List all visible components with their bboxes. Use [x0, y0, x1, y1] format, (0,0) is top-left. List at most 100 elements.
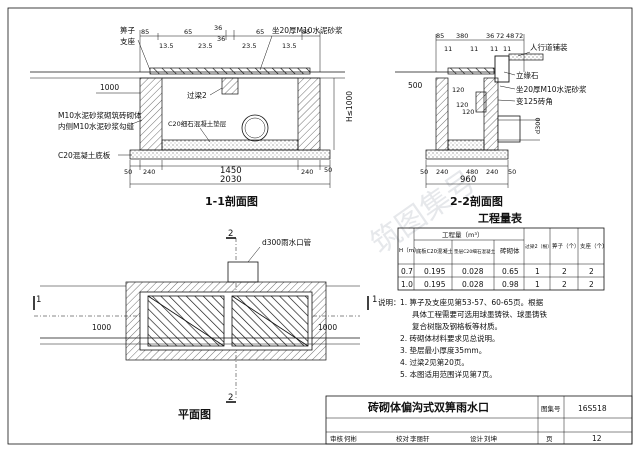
cut-mark-2-top: 2: [228, 229, 233, 239]
header-beam: 过梁2（根）: [525, 243, 552, 250]
dim-top-13-5-left: 13.5: [159, 42, 173, 50]
label-wall-line-2: 内侧M10水泥砂浆勾缝: [58, 121, 135, 131]
row2-grate: 2: [562, 280, 567, 289]
label-chamfer: 变125砖角: [516, 96, 553, 106]
dim-2-2-11d: 11: [503, 45, 511, 53]
label-mortar-2-2: 坐20厚M10水泥砂浆: [516, 84, 587, 94]
note-line-6: 4. 过梁2见第20页。: [400, 357, 469, 367]
label-paving: 人行道铺装: [530, 42, 568, 52]
dim-50-left: 50: [124, 168, 132, 176]
dim-2-2-48: 48: [506, 32, 514, 40]
row1-h: 0.7: [401, 267, 413, 276]
dim-240-left: 240: [143, 168, 155, 176]
dim-top-23-5-left: 23.5: [198, 42, 212, 50]
dim-2-2-72a: 72: [496, 32, 504, 40]
label-cushion: C20细石混凝土垫层: [168, 119, 227, 128]
review-name: 何彬: [344, 434, 358, 443]
dim-240-right: 240: [301, 168, 313, 176]
check-label: 校对: [396, 434, 410, 443]
row2-support: 2: [589, 280, 594, 289]
design-name: 刘坤: [484, 434, 497, 443]
row2-h: 1.0: [401, 280, 413, 289]
label-wall-line-1: M10水泥砂浆砌筑砖砌体: [58, 110, 142, 120]
header-support: 支座（个）: [580, 242, 608, 250]
header-brick: 砖砌体: [500, 246, 520, 255]
dim-2-2-11c: 11: [490, 45, 498, 53]
label-base-slab: C20混凝土底板: [58, 150, 111, 160]
header-cushion: 垫层C20细石混凝土: [454, 248, 496, 255]
dim-500: 500: [408, 81, 423, 90]
design-label: 设计: [470, 434, 484, 443]
row2-cushion: 0.028: [462, 280, 484, 289]
outlet-pipe-2-2: [497, 115, 521, 143]
row1-support: 2: [589, 267, 594, 276]
notes: 说明： 1. 箅子及支座见第53-57、60-65页。根据 具体工程需要可选用球…: [378, 297, 547, 379]
row1-brick: 0.65: [502, 267, 519, 276]
dim-2-2-480: 480: [466, 168, 478, 176]
plan-view: 2 2 1 1 d300雨水口管 1000 1000 平面图: [33, 229, 377, 421]
pipe-circle: [241, 114, 269, 142]
dim-120b-2: 120: [462, 108, 474, 116]
section-1-1: 85 13.5 65 23.5 36 36 23.5 65 13.5 85 箅子…: [30, 24, 354, 208]
label-pipe: d300雨水口管: [262, 237, 312, 247]
dim-top-85-right: 85: [302, 28, 310, 36]
header-h: H（m）: [399, 247, 420, 254]
note-line-5: 3. 垫层最小厚度35mm。: [400, 345, 486, 355]
dim-2-2-240b: 240: [486, 168, 498, 176]
page-label: 页: [546, 435, 553, 443]
row1-base: 0.195: [424, 267, 446, 276]
beam-stub-2-2: [475, 91, 487, 113]
cut-mark-2-bottom: 2: [228, 393, 233, 403]
grate-1-1: [149, 67, 311, 75]
curb-stone: [494, 55, 510, 83]
header-base: 底板C20混凝土: [416, 247, 454, 255]
right-brick-wall: [297, 77, 321, 151]
label-beam-2: 过梁2: [187, 90, 207, 100]
note-line-3: 复合树脂及钢格板等材质。: [412, 321, 502, 331]
note-line-4: 2. 砖砌体材料要求见总说明。: [400, 333, 500, 343]
row1-grate: 2: [562, 267, 567, 276]
dim-2-2-50b: 50: [508, 168, 516, 176]
dim-d300: d300: [534, 117, 542, 134]
cut-mark-1-left: 1: [36, 295, 41, 305]
left-brick-wall: [139, 77, 163, 151]
dim-2-2-72b: 72: [515, 32, 523, 40]
row1-cushion: 0.028: [462, 267, 484, 276]
notes-label: 说明：: [378, 297, 401, 307]
note-line-1: 1. 箅子及支座见第53-57、60-65页。根据: [400, 297, 544, 307]
row1-beam: 1: [535, 267, 540, 276]
label-curb: 立缘石: [516, 70, 539, 80]
dim-top-65-right: 65: [256, 28, 264, 36]
base-2-2: [425, 149, 509, 160]
header-concrete: 工程量（m³）: [442, 230, 483, 239]
dim-top-23-5-right: 23.5: [242, 42, 256, 50]
dim-1450: 1450: [220, 166, 242, 176]
note-line-7: 5. 本图适用范围详见第7页。: [400, 369, 497, 379]
grate-2-2: [447, 67, 495, 75]
cut-mark-1-right: 1: [372, 295, 377, 305]
dim-top-36-left: 36: [214, 24, 222, 32]
dim-2-2-85: 85: [436, 32, 444, 40]
dim-960: 960: [460, 175, 476, 185]
label-1000-left: 1000: [100, 83, 119, 92]
sidewalk-paving: [508, 53, 544, 61]
check-name: 李丽轩: [410, 434, 430, 443]
label-grate: 箅子: [120, 25, 135, 35]
dim-2-2-11b: 11: [470, 45, 478, 53]
dim-50-right: 50: [324, 166, 332, 174]
table-title: 工程量表: [478, 211, 523, 225]
dim-2-2-240: 240: [436, 168, 448, 176]
section-2-2: 85 380 36 72 48 72 11 11 11 11 人行道铺装 立缘石…: [395, 32, 587, 208]
base-slab: [129, 149, 331, 160]
dim-top-36-right: 36: [217, 35, 225, 43]
plan-dim-1000-right: 1000: [318, 323, 337, 332]
row2-base: 0.195: [424, 280, 446, 289]
title-section-2-2: 2-2剖面图: [450, 194, 503, 208]
label-mortar-bed: 坐20厚M10水泥砂浆: [272, 25, 343, 35]
dim-2-2-36: 36: [486, 32, 494, 40]
page-no: 12: [592, 434, 602, 443]
plan-pipe: [227, 261, 259, 283]
quantity-table: 工程量表 工程量（m³） H（m） 底板C20混凝土 垫层C20细石混凝土 砖砌…: [397, 211, 608, 291]
